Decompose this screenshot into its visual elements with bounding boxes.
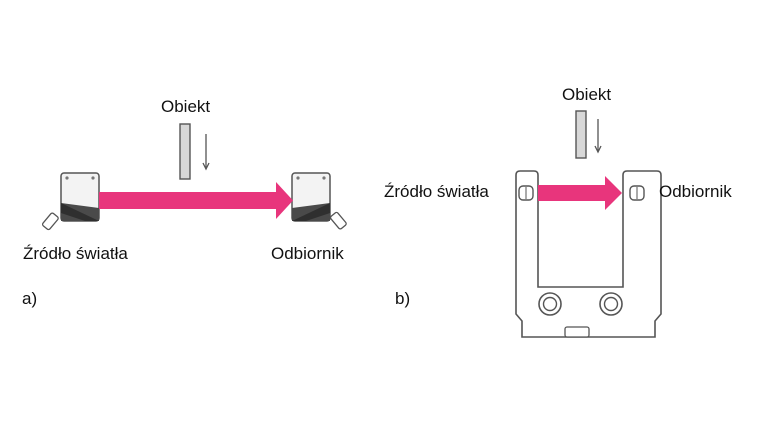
object-bar-a <box>179 123 191 180</box>
object-bar-b <box>575 110 587 159</box>
receiver-sensor-a <box>291 172 347 230</box>
receiver-label-a: Odbiornik <box>271 244 344 263</box>
light-source-sensor-a <box>41 172 100 231</box>
object-label-b: Obiekt <box>562 85 612 104</box>
panel-label-a: a) <box>22 289 38 308</box>
light-beam-arrow-a <box>99 182 293 219</box>
source-label-a: Źródło światła <box>23 244 128 263</box>
light-beam-arrow-b <box>538 176 622 210</box>
fork-sensor-housing <box>515 170 662 338</box>
emitter-lens <box>518 185 534 201</box>
source-label-b: Źródło światła <box>384 182 489 201</box>
panel-label-b: b) <box>395 289 411 308</box>
receiver-label-b: Odbiornik <box>659 182 732 201</box>
object-label-a: Obiekt <box>161 97 211 116</box>
down-arrow-icon-a <box>202 134 210 171</box>
receiver-lens <box>629 185 645 201</box>
down-arrow-icon-b <box>594 119 602 154</box>
